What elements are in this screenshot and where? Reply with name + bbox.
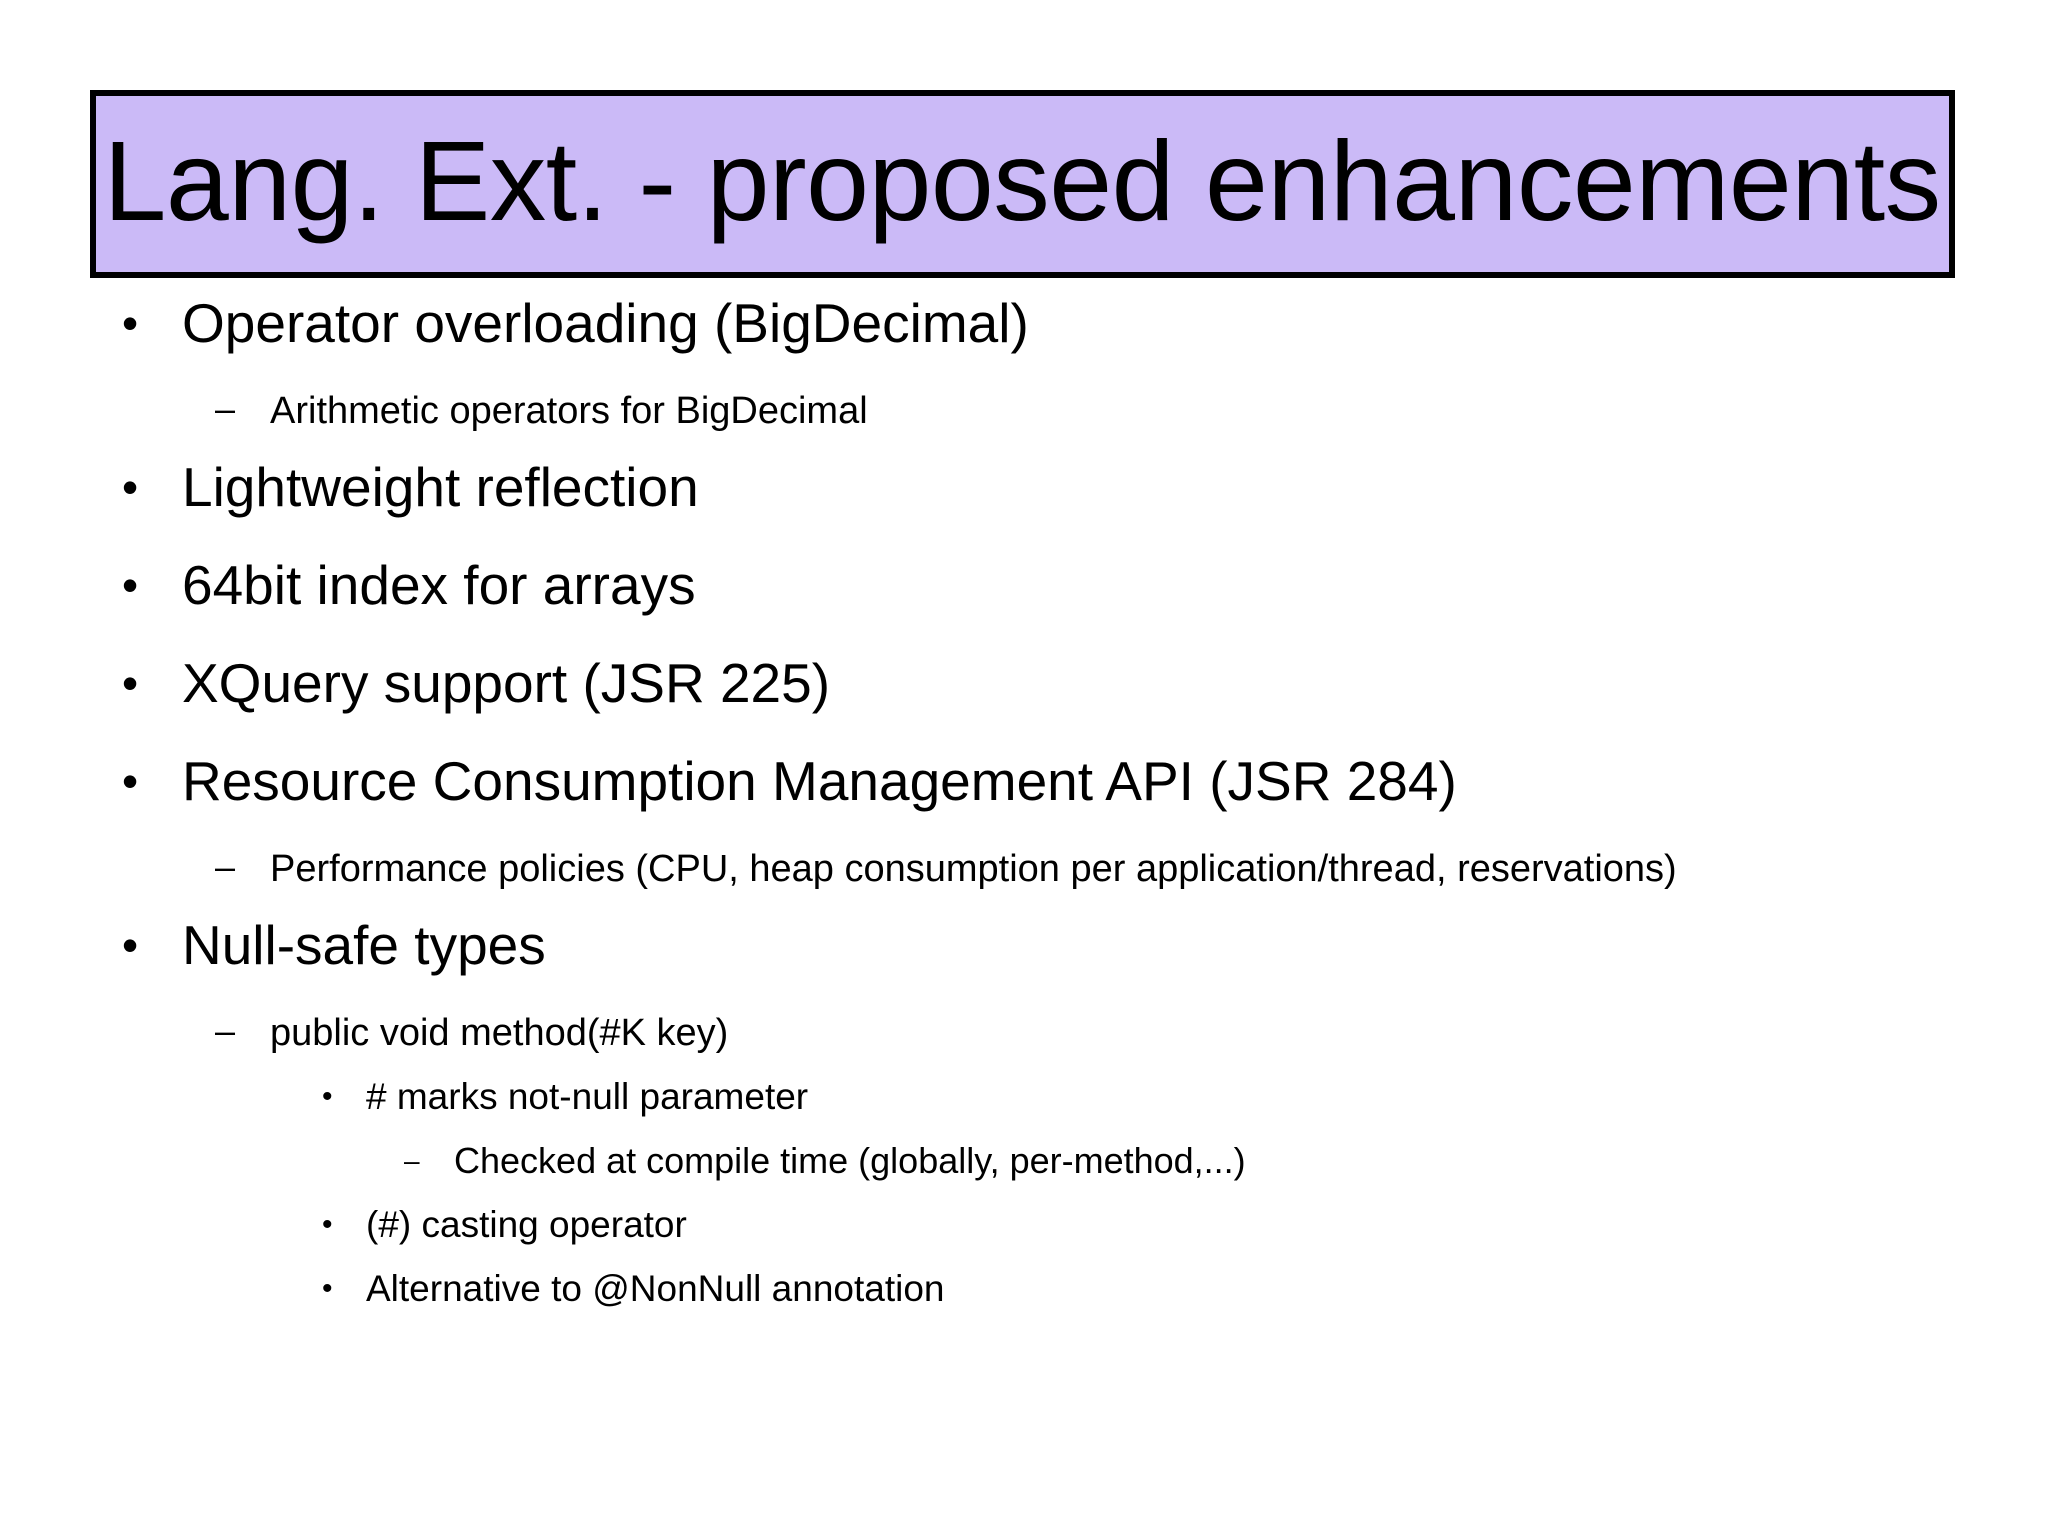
dash-marker-icon: – — [404, 1145, 420, 1176]
bullet-text: (#) casting operator — [366, 1204, 687, 1245]
bullet-item-checked-at-compile-time: – Checked at compile time (globally, per… — [0, 1136, 2048, 1194]
bullet-marker-icon: • — [122, 657, 139, 709]
bullet-text: Performance policies (CPU, heap consumpt… — [270, 848, 1677, 890]
bullet-item-alternative-nonnull: • Alternative to @NonNull annotation — [0, 1264, 2048, 1322]
bullet-marker-icon: • — [122, 297, 139, 349]
bullet-marker-icon: • — [322, 1208, 333, 1241]
bullet-text: Alternative to @NonNull annotation — [366, 1268, 945, 1309]
page-title: Lang. Ext. - proposed enhancements — [103, 117, 1942, 244]
bullet-text: Resource Consumption Management API (JSR… — [182, 750, 1457, 812]
bullet-text: XQuery support (JSR 225) — [182, 652, 831, 714]
bullet-marker-icon: • — [122, 559, 139, 611]
bullet-text: Operator overloading (BigDecimal) — [182, 292, 1029, 354]
bullet-item-null-safe-types: • Null-safe types — [0, 914, 2048, 1000]
bullet-item-hash-marks-not-null: • # marks not-null parameter — [0, 1072, 2048, 1130]
bullet-marker-icon: • — [122, 755, 139, 807]
dash-marker-icon: – — [215, 388, 236, 429]
dash-marker-icon: – — [215, 846, 236, 887]
bullet-item-resource-consumption: • Resource Consumption Management API (J… — [0, 750, 2048, 836]
bullet-marker-icon: • — [322, 1272, 333, 1305]
bullet-text: Arithmetic operators for BigDecimal — [270, 390, 868, 432]
bullet-marker-icon: • — [122, 461, 139, 513]
bullet-item-public-void-method: – public void method(#K key) — [0, 1006, 2048, 1066]
bullet-item-xquery-support: • XQuery support (JSR 225) — [0, 652, 2048, 738]
bullet-item-lightweight-reflection: • Lightweight reflection — [0, 456, 2048, 542]
bullet-text: Lightweight reflection — [182, 456, 699, 518]
bullet-text: Checked at compile time (globally, per-m… — [454, 1140, 1246, 1181]
slide-body-outline: • Operator overloading (BigDecimal) – Ar… — [0, 286, 2048, 1535]
bullet-item-arithmetic-operators: – Arithmetic operators for BigDecimal — [0, 384, 2048, 444]
bullet-text: # marks not-null parameter — [366, 1076, 809, 1117]
bullet-marker-icon: • — [322, 1080, 333, 1113]
bullet-item-64bit-index: • 64bit index for arrays — [0, 554, 2048, 640]
bullet-item-operator-overloading: • Operator overloading (BigDecimal) — [0, 292, 2048, 378]
bullet-marker-icon: • — [122, 919, 139, 971]
bullet-item-casting-operator: • (#) casting operator — [0, 1200, 2048, 1258]
bullet-text: 64bit index for arrays — [182, 554, 696, 616]
bullet-text: public void method(#K key) — [270, 1012, 729, 1054]
slide-title-box: Lang. Ext. - proposed enhancements — [90, 90, 1955, 278]
bullet-item-performance-policies: – Performance policies (CPU, heap consum… — [0, 842, 2048, 902]
dash-marker-icon: – — [215, 1010, 236, 1051]
bullet-text: Null-safe types — [182, 914, 546, 976]
